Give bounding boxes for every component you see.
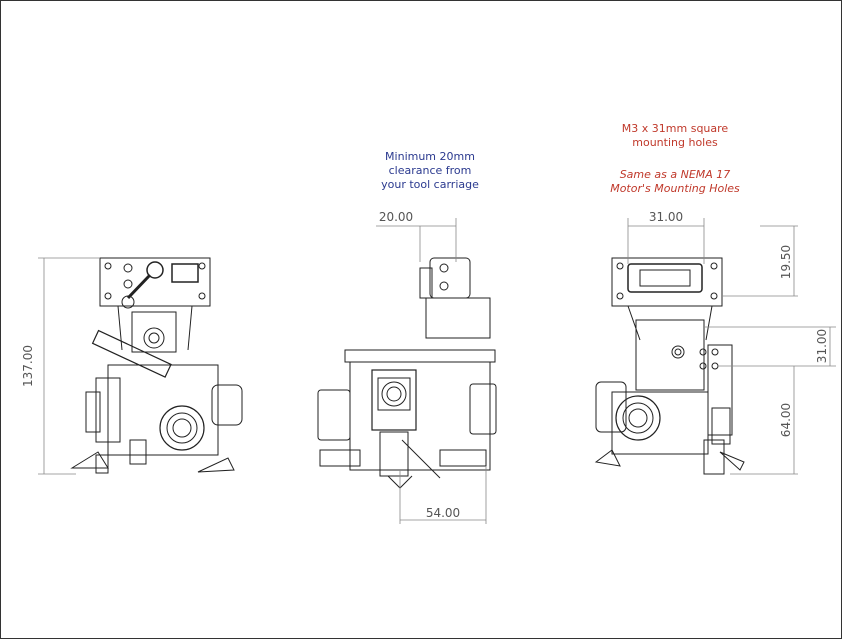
- dim-64-label: 64.00: [779, 403, 793, 437]
- dim-31-horizontal-label: 31.00: [649, 210, 683, 224]
- dim-137-lines: [38, 257, 100, 475]
- nema-note: Same as a NEMA 17 Motor's Mounting Holes: [600, 168, 750, 196]
- clearance-note-line-1: Minimum 20mm: [385, 150, 475, 163]
- middle-view: [317, 257, 497, 489]
- nema-note-line-2: Motor's Mounting Holes: [610, 182, 740, 195]
- left-view: [70, 257, 243, 474]
- mounting-note: M3 x 31mm square mounting holes: [600, 122, 750, 150]
- right-view: [594, 257, 745, 475]
- dim-137-label: 137.00: [21, 345, 35, 387]
- left-top-bracket: [99, 257, 211, 307]
- mounting-note-line-1: M3 x 31mm square: [621, 122, 729, 135]
- right-dim-lines: [627, 218, 836, 475]
- dim-54-label: 54.00: [426, 506, 460, 520]
- dim-20-label: 20.00: [379, 210, 413, 224]
- mounting-note-line-2: mounting holes: [632, 136, 718, 149]
- dim-19-5-label: 19.50: [779, 245, 793, 279]
- dim-31-vertical-label: 31.00: [815, 329, 829, 363]
- clearance-note: Minimum 20mm clearance from your tool ca…: [360, 150, 500, 192]
- clearance-note-line-3: your tool carriage: [381, 178, 479, 191]
- middle-dim-lines: [376, 218, 487, 524]
- clearance-note-line-2: clearance from: [388, 164, 472, 177]
- nema-note-line-1: Same as a NEMA 17: [619, 168, 731, 181]
